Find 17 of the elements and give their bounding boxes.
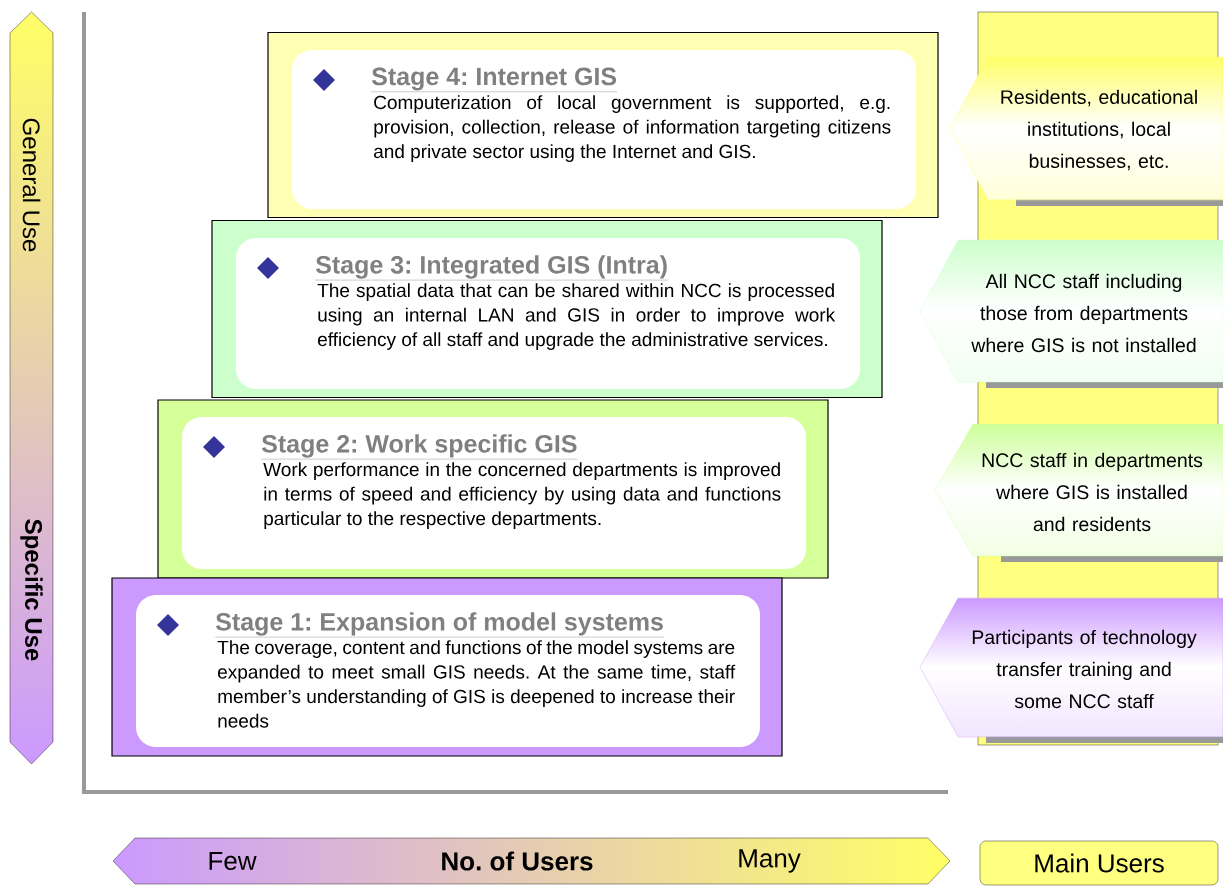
- stage-panel: [111, 577, 783, 757]
- user-group-tag: All NCC staff including those from departments where GIS is not installed: [919, 239, 1223, 388]
- stage-description: The spatial data that can be shared within NCC is processed using an internal LAN and GIS in order to improve work efficiency of all staff and upgrade the administrative services.: [317, 283, 836, 350]
- stage-description: Computerization of local government is supported, e.g. provision, collection, release of information targeting citizens and private sector using the Internet and GIS.: [374, 95, 891, 162]
- stage-panel: [157, 399, 829, 579]
- user-group-tag: NCC staff in departments where GIS is installed and residents: [934, 423, 1223, 562]
- stage-panel: [267, 31, 939, 219]
- user-group-tag: Participants of technology transfer training and some NCC staff: [919, 597, 1223, 743]
- stage-heading: Stage 4: Internet GIS: [371, 67, 618, 92]
- stage-description: The coverage, content and functions of the model systems are expanded to meet small GIS needs. At the same time, staff member’s understanding of GIS is deepened to increase their needs: [217, 640, 736, 728]
- stage-panel: [211, 219, 883, 399]
- stage-heading: Stage 3: Integrated GIS (Intra): [315, 255, 669, 281]
- main-users-box: Main Users: [979, 840, 1219, 886]
- user-group-tag: Residents, educational institutions, local businesses, etc.: [949, 56, 1223, 206]
- stage-heading: Stage 2: Work specific GIS: [261, 434, 578, 460]
- stage-heading: Stage 1: Expansion of model systems: [215, 612, 665, 638]
- stage-description: Work performance in the concerned departments is improved in terms of speed and efficiency by using data and functions particular to the respective departments.: [263, 462, 781, 529]
